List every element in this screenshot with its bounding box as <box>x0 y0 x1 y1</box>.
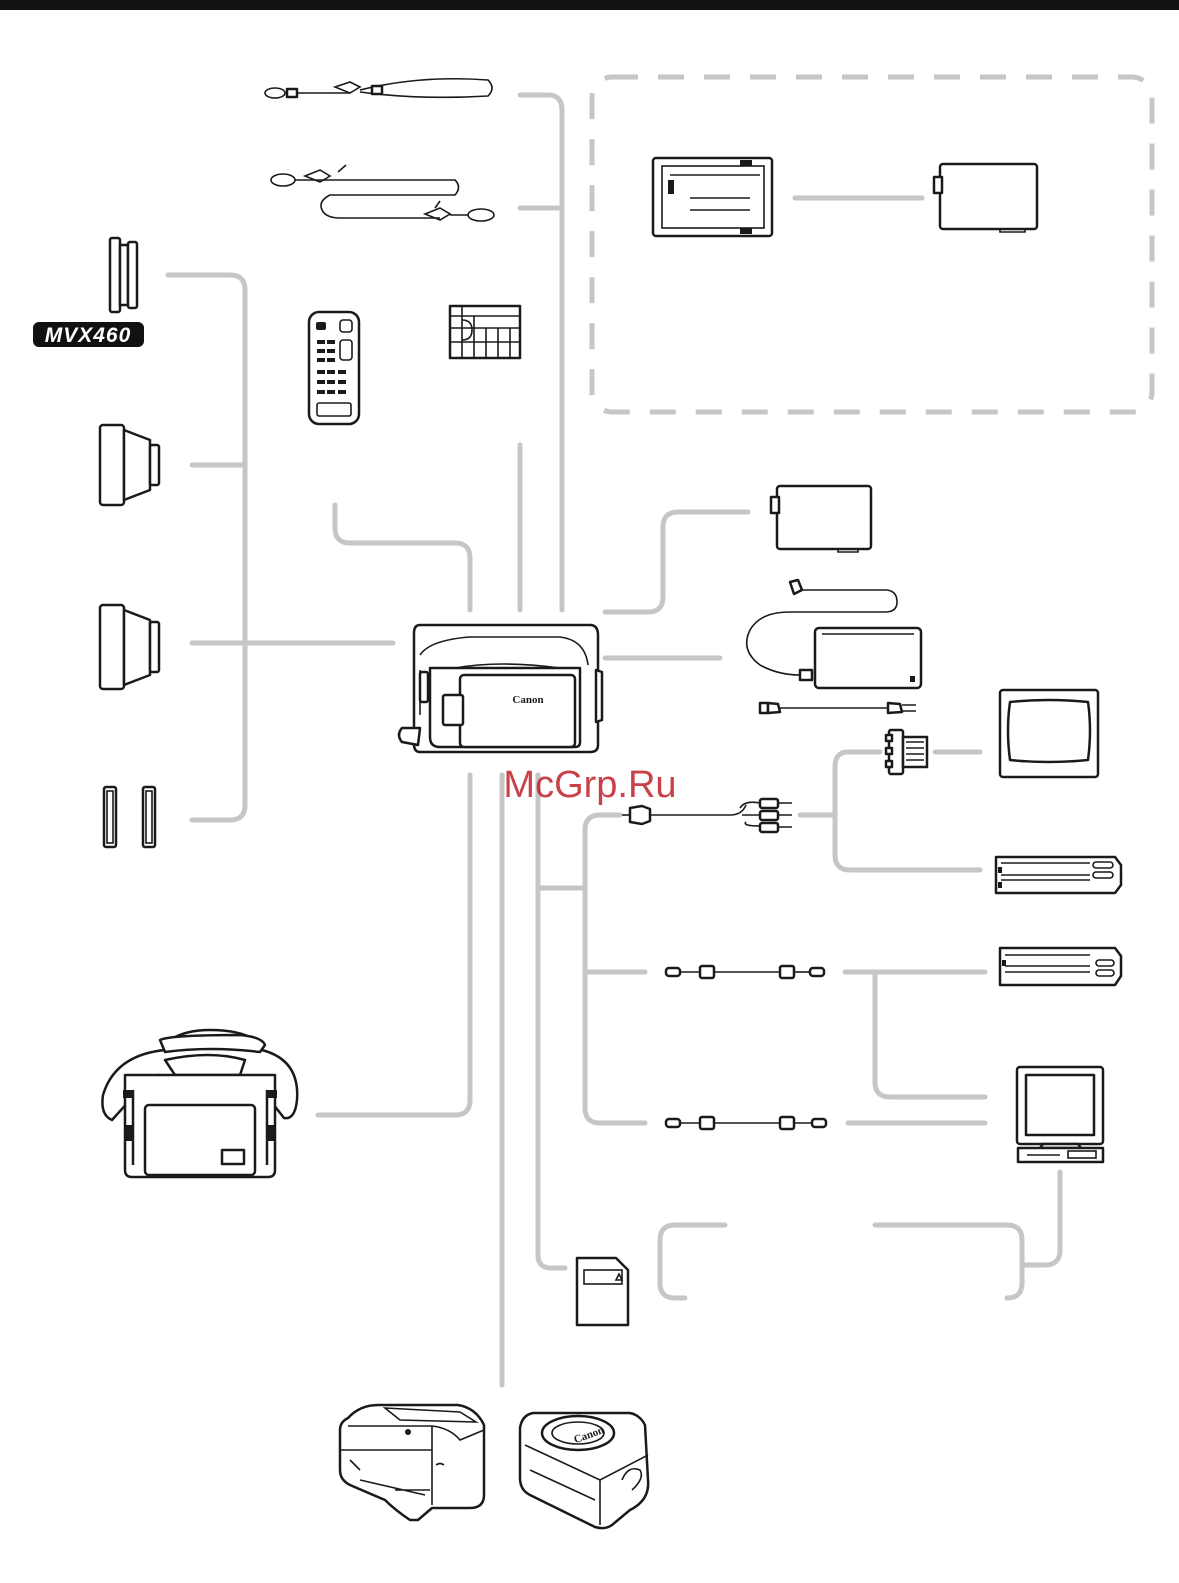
scart-adapter-icon <box>886 730 927 774</box>
battery-pack-2-icon <box>771 486 871 552</box>
computer-icon <box>1017 1067 1103 1162</box>
carrying-bag-icon <box>102 1030 297 1177</box>
optional-accessory-frame <box>592 77 1152 412</box>
shoulder-strap-icon <box>271 165 494 221</box>
wrist-strap-icon <box>265 79 492 98</box>
wide-converter-icon <box>100 425 159 505</box>
wireless-controller-icon <box>309 312 359 424</box>
dv-cable-icon <box>666 966 824 978</box>
filter-set-icon <box>104 787 155 847</box>
tv-icon <box>1000 690 1098 777</box>
compact-power-adapter-icon <box>747 580 921 713</box>
camcorder-brand-label: Canon <box>512 694 543 706</box>
model-badge: MVX460 <box>33 322 144 347</box>
photo-printer-icon: Canon <box>520 1413 648 1528</box>
usb-cable-icon <box>666 1117 826 1129</box>
printer-icon <box>340 1405 484 1520</box>
model-badge-text: MVX460 <box>45 324 132 347</box>
battery-charger-icon <box>653 158 772 236</box>
videocassette-icon <box>450 306 520 358</box>
memory-card-icon <box>577 1258 628 1325</box>
watermark: McGrp.Ru <box>503 764 676 806</box>
top-rule <box>0 0 1179 10</box>
digital-video-device-icon <box>1000 948 1121 985</box>
vcr-icon <box>996 857 1121 893</box>
tele-converter-icon <box>100 605 159 689</box>
camcorder-icon: Canon <box>399 625 602 752</box>
battery-pack-icon <box>934 164 1037 232</box>
filter-icon <box>110 238 137 312</box>
